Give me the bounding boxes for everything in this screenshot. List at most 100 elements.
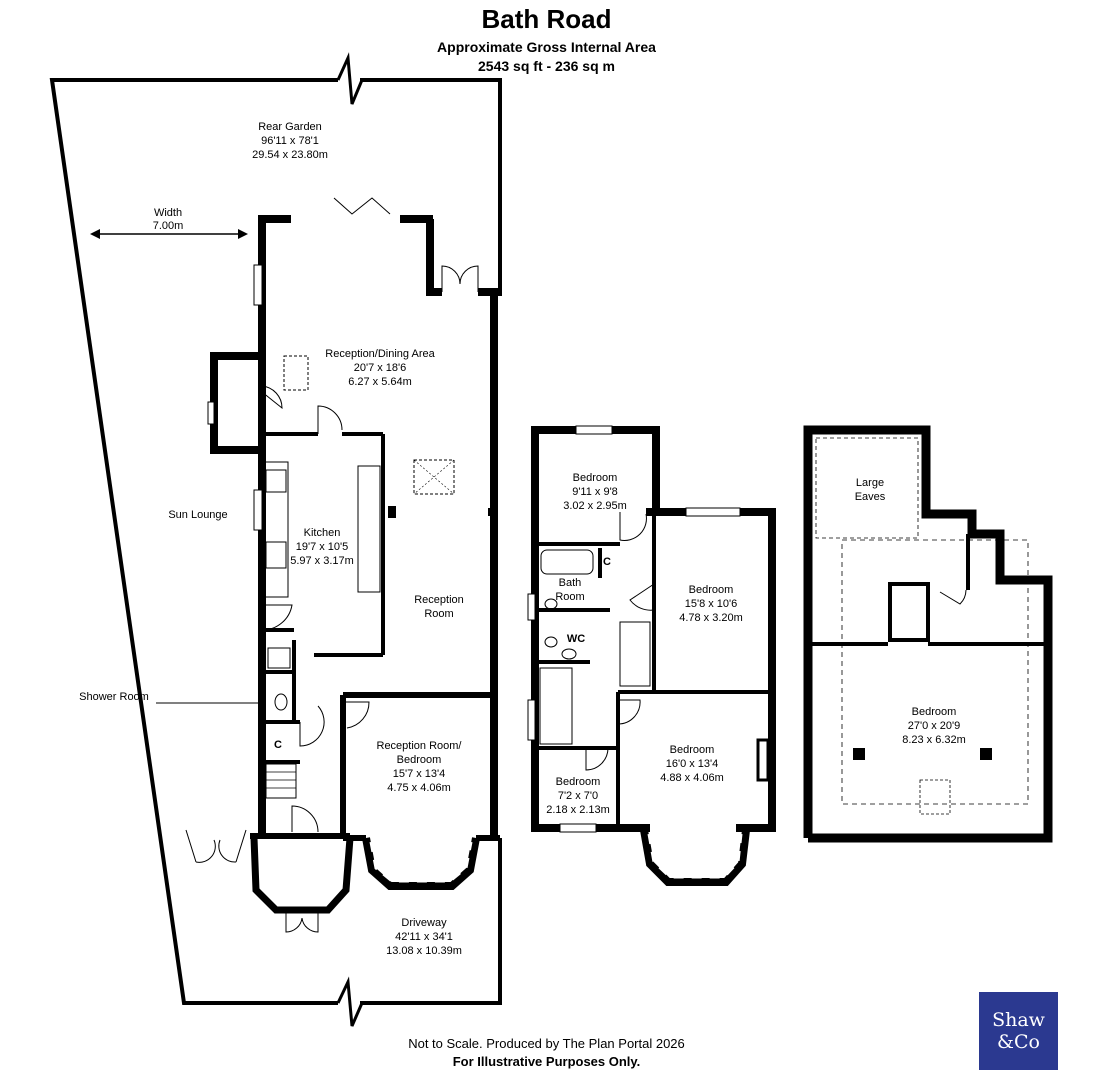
bedroom-rear-label: Bedroom: [573, 472, 618, 484]
shower-room-label: Shower Room: [79, 691, 149, 703]
roof-light: [919, 779, 951, 815]
reception-bedroom-metric: 4.75 x 4.06m: [387, 782, 451, 794]
reception-bedroom-imperial: 15'7 x 13'4: [393, 768, 446, 780]
eaves-label-2: Eaves: [855, 491, 886, 503]
wc-label: WC: [567, 633, 585, 645]
bedroom-small-imperial: 7'2 x 7'0: [558, 790, 598, 802]
plan-area: 2543 sq ft - 236 sq m: [478, 58, 615, 74]
footer-illustrative: For Illustrative Purposes Only.: [452, 1054, 641, 1069]
reception-bedroom-label-2: Bedroom: [397, 754, 442, 766]
first-floor: Bedroom 9'11 x 9'8 3.02 x 2.95m Bedroom …: [527, 425, 776, 886]
bedroom-mid-label: Bedroom: [689, 584, 734, 596]
bay-window-glazing: [647, 833, 743, 879]
plan-subtitle: Approximate Gross Internal Area: [437, 39, 656, 55]
break-mark-top: [336, 52, 364, 105]
bedroom-mid-imperial: 15'8 x 10'6: [685, 598, 738, 610]
second-floor: Large Eaves Bedroom 27'0 x 20'9 8.23 x 6…: [803, 425, 1053, 843]
wall: [210, 352, 262, 454]
stairs: [619, 621, 651, 687]
porch-bay: [250, 837, 354, 914]
skylight: [413, 459, 455, 495]
driveway-label: Driveway: [401, 917, 447, 929]
window: [253, 489, 263, 531]
break-mark-bottom: [336, 976, 364, 1027]
width-metric: 7.00m: [153, 220, 184, 232]
eaves-label: Large: [856, 477, 884, 489]
window: [527, 699, 536, 741]
driveway-metric: 13.08 x 10.39m: [386, 945, 462, 957]
bath-room-label: Bath: [559, 577, 582, 589]
kitchen-island: [357, 465, 381, 593]
door-swing: [939, 589, 967, 605]
bay-window: [362, 837, 480, 890]
window: [575, 425, 613, 435]
logo-line-2: &Co: [997, 1031, 1040, 1053]
reception-room-label-2: Room: [424, 608, 453, 620]
sun-lounge-label: Sun Lounge: [168, 509, 227, 521]
door-swing: [619, 512, 647, 541]
window: [559, 823, 597, 833]
window: [527, 593, 536, 621]
reception-dining-metric: 6.27 x 5.64m: [348, 376, 412, 388]
bedroom-front-metric: 4.88 x 4.06m: [660, 772, 724, 784]
stairs: [888, 582, 930, 642]
wall-nib: [388, 506, 396, 518]
stairs: [539, 667, 573, 745]
width-arrow-head-left: [90, 229, 100, 239]
attic-bedroom-metric: 8.23 x 6.32m: [902, 734, 966, 746]
plot-boundary-right: [360, 78, 502, 296]
reception-dining-label: Reception/Dining Area: [325, 348, 435, 360]
rear-garden-metric: 29.54 x 23.80m: [252, 149, 328, 161]
skylight-cross: [413, 459, 455, 495]
ground-floor: Rear Garden 96'11 x 78'1 29.54 x 23.80m …: [49, 52, 502, 1027]
bedroom-small-metric: 2.18 x 2.13m: [546, 804, 610, 816]
kitchen-metric: 5.97 x 3.17m: [290, 555, 354, 567]
bedroom-mid-metric: 4.78 x 3.20m: [679, 612, 743, 624]
eaves-line: [815, 437, 919, 539]
wall: [803, 425, 1053, 843]
shower-tray-icon: [267, 647, 291, 669]
bedroom-rear-metric: 3.02 x 2.95m: [563, 500, 627, 512]
pillar: [853, 748, 865, 760]
reception-bedroom-label: Reception Room/: [377, 740, 463, 752]
dormer-outline: [841, 539, 1029, 805]
door-swing: [261, 385, 283, 410]
bedroom-rear-imperial: 9'11 x 9'8: [572, 486, 618, 498]
window: [685, 507, 741, 517]
hob-icon: [265, 469, 287, 493]
rear-garden-imperial: 96'11 x 78'1: [261, 135, 319, 147]
skylight-cross: [413, 459, 455, 495]
plan-title: Bath Road: [481, 4, 612, 34]
footer-disclaimer: Not to Scale. Produced by The Plan Porta…: [408, 1036, 685, 1051]
logo-line-1: Shaw: [992, 1009, 1045, 1031]
width-arrow-head-right: [238, 229, 248, 239]
cupboard-label: C: [603, 556, 611, 568]
reception-dining-imperial: 20'7 x 18'6: [354, 362, 407, 374]
bedroom-small-label: Bedroom: [556, 776, 601, 788]
window: [253, 264, 263, 306]
door-swing: [343, 701, 370, 729]
kitchen-imperial: 19'7 x 10'5: [296, 541, 349, 553]
reception-room-label: Reception: [414, 594, 464, 606]
bath-icon: [540, 549, 594, 575]
basin-icon: [544, 598, 558, 610]
attic-bedroom-imperial: 27'0 x 20'9: [908, 720, 961, 732]
stairs: [265, 763, 297, 799]
window: [207, 401, 215, 425]
roof-lantern: [283, 355, 309, 391]
bedroom-front-imperial: 16'0 x 13'4: [666, 758, 719, 770]
bedroom-front-label: Bedroom: [670, 744, 715, 756]
plot-boundary: [49, 78, 338, 1005]
sun-lounge-door: [185, 829, 247, 863]
driveway-imperial: 42'11 x 34'1: [395, 931, 453, 943]
kitchen-worktop: [262, 461, 289, 598]
sink-icon: [265, 541, 287, 569]
porch-door: [285, 910, 319, 933]
toilet-icon: [561, 648, 577, 660]
kitchen-label: Kitchen: [304, 527, 341, 539]
rear-garden-label: Rear Garden: [258, 121, 322, 133]
toilet-icon: [274, 693, 288, 711]
french-door: [441, 265, 479, 292]
bath-room-label-2: Room: [555, 591, 584, 603]
